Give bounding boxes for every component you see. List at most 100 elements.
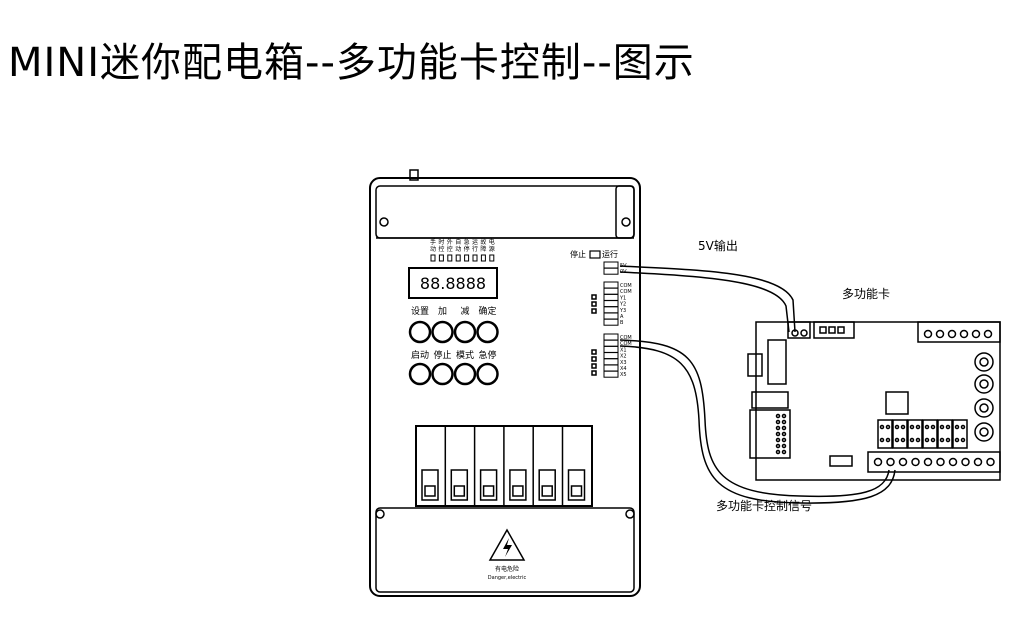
- switch-label-stop: 停止: [570, 249, 586, 259]
- card-outline: [755, 321, 1001, 481]
- top-right-tab: [615, 185, 635, 239]
- indicator-led: [455, 254, 461, 262]
- card-ic-left2: [747, 353, 763, 377]
- breaker-handle[interactable]: [479, 469, 498, 501]
- panel-button[interactable]: [453, 362, 477, 386]
- button-label: 停止: [433, 349, 451, 361]
- terminal-label: B: [620, 320, 624, 326]
- screw-tr: [621, 217, 631, 227]
- top-cover: [375, 185, 635, 239]
- indicator-led: [472, 254, 478, 262]
- relay: [922, 419, 938, 449]
- indicator-label: 停: [464, 245, 470, 253]
- terminal-slot: [603, 333, 619, 341]
- indicator-label: 源: [489, 245, 495, 253]
- card-header-pins: [829, 455, 853, 467]
- terminal-label: X3: [620, 360, 627, 366]
- label-control-signal: 多功能卡控制信号: [716, 499, 812, 513]
- card-terminal-top-right: [917, 321, 1001, 343]
- breaker-toggle: [482, 485, 495, 497]
- panel-button[interactable]: [431, 362, 454, 386]
- breaker-handle[interactable]: [450, 469, 469, 501]
- indicator-led: [464, 254, 470, 262]
- button-label: 急停: [478, 349, 496, 361]
- top-nub: [409, 169, 419, 181]
- side-leds: [591, 294, 597, 376]
- indicator-label: 手: [430, 238, 436, 246]
- breaker-toggle: [541, 485, 553, 497]
- panel-button[interactable]: [476, 362, 499, 386]
- terminal-label: Y3: [619, 308, 626, 314]
- button-label: 减: [460, 305, 469, 317]
- breaker-handle[interactable]: [538, 469, 556, 501]
- breaker-toggle: [512, 485, 524, 497]
- terminal-label: Y2: [619, 302, 626, 308]
- button-label: 确定: [478, 305, 496, 317]
- terminal-label: COM: [620, 335, 632, 341]
- knob: [974, 374, 994, 394]
- terminal-slot: [603, 312, 619, 320]
- terminal-label: COM: [620, 289, 632, 295]
- wire-signal-a: [619, 339, 890, 498]
- knob: [974, 352, 994, 372]
- screw-bl: [375, 509, 385, 519]
- terminal-slot: [603, 287, 619, 295]
- relay: [892, 419, 908, 449]
- panel-button[interactable]: [431, 320, 454, 344]
- indicator-led: [489, 254, 495, 262]
- breaker-handle[interactable]: [567, 469, 586, 501]
- card-ic-left: [767, 339, 787, 385]
- selector-switch: [589, 250, 601, 259]
- breaker-units: [415, 426, 586, 506]
- panel-button[interactable]: [408, 320, 432, 344]
- wire-5v-b: [619, 271, 790, 333]
- terminal-slot: [603, 339, 619, 347]
- terminal-slot: [603, 293, 619, 301]
- terminal-slot: [603, 352, 619, 360]
- indicator-label: 急: [464, 238, 470, 246]
- indicator-label: 时: [438, 238, 444, 246]
- box-outline: [369, 177, 641, 597]
- terminal-slot: [603, 267, 619, 275]
- indicator-label: 行: [472, 245, 478, 253]
- terminal-slot: [603, 358, 619, 366]
- relay: [907, 419, 923, 449]
- relay: [952, 419, 968, 449]
- lower-cover: [375, 507, 635, 593]
- card-terminal-bottom: [867, 451, 1001, 473]
- button-label: 加: [438, 306, 447, 317]
- terminal-slot: [603, 364, 619, 372]
- warning-sign: 有电危险 Danger,electric: [488, 528, 526, 581]
- breaker-handle[interactable]: [509, 469, 527, 501]
- indicator-label: 动: [430, 246, 436, 253]
- relay: [937, 419, 953, 449]
- button-label: 启动: [411, 349, 429, 361]
- indicator-label: 电: [489, 238, 495, 246]
- indicator-led: [438, 254, 444, 262]
- panel-button[interactable]: [408, 362, 432, 386]
- breaker-handle[interactable]: [421, 469, 439, 501]
- indicator-label: 故: [480, 238, 486, 246]
- terminal-slot: [603, 318, 619, 326]
- indicator-label: 外: [447, 238, 453, 246]
- relay: [877, 419, 893, 449]
- indicator-label: 控: [438, 245, 444, 253]
- indicator-label: 障: [480, 245, 486, 253]
- indicator-label: 自: [455, 238, 461, 246]
- switch-label-run: 运行: [602, 249, 618, 259]
- button-label: 模式: [456, 349, 474, 361]
- panel-button[interactable]: [476, 320, 499, 344]
- control-buttons: 设置加 减确定启动停止模式急停: [408, 305, 499, 386]
- button-label: 设置: [411, 306, 429, 317]
- terminal-slot: [603, 345, 619, 353]
- terminal-label: COM: [620, 341, 632, 347]
- terminal-slot: [603, 261, 619, 269]
- indicator-label: 动: [455, 246, 461, 253]
- terminal-slot: [603, 300, 619, 308]
- indicator-label: 运: [472, 238, 478, 246]
- wire-5v-a: [619, 265, 796, 333]
- terminal-label: COM: [620, 283, 632, 289]
- wiring: [619, 265, 896, 504]
- panel-button[interactable]: [453, 320, 477, 344]
